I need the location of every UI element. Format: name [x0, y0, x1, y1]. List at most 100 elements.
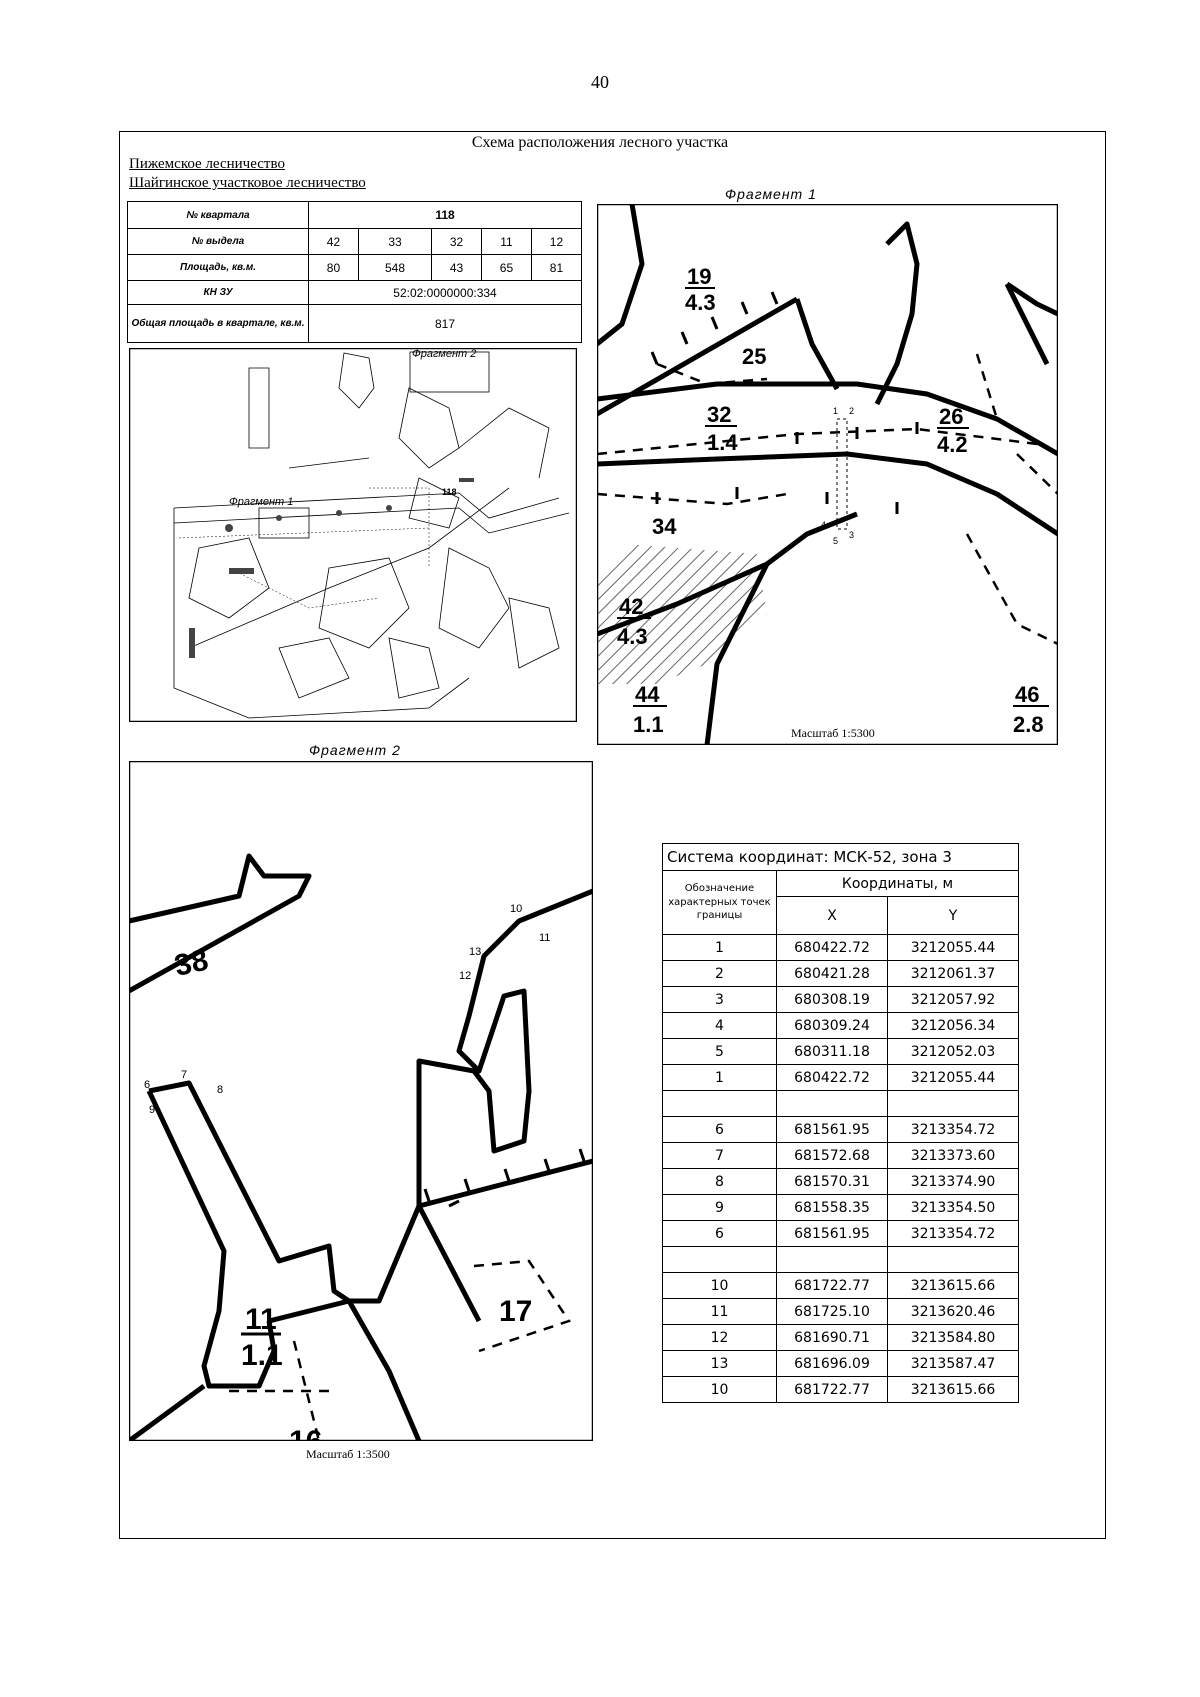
- scheme-title: Схема расположения лесного участка: [471, 134, 729, 151]
- overview-map: Фрагмент 2 Фрагмент 1 118: [129, 348, 577, 722]
- y-cell: 3212056.34: [887, 1012, 1019, 1039]
- forestry-name: Пижемское лесничество: [129, 156, 285, 172]
- fragment1-scale: Масштаб 1:5300: [791, 726, 875, 740]
- x-cell: 681561.95: [776, 1116, 888, 1143]
- fragment1-box: [258, 507, 310, 539]
- point-label: 3: [849, 530, 854, 540]
- parcel-number: 19: [687, 264, 711, 289]
- area-cell: 65: [481, 254, 532, 281]
- point-label: 11: [539, 932, 550, 944]
- quarter-value: 118: [308, 201, 582, 229]
- coordinates-table: Система координат: МСК-52, зона 3 Обозна…: [662, 843, 1019, 1403]
- point-label: 5: [833, 536, 838, 546]
- overview-fragment1-label: Фрагмент 1: [229, 496, 293, 508]
- point-cell: 3: [662, 986, 777, 1013]
- point-label: 7: [181, 1069, 187, 1081]
- coords-header: Координаты, м: [776, 870, 1019, 897]
- parcel-area: 1.1: [633, 712, 664, 737]
- cadastral-value: 52:02:0000000:334: [308, 280, 582, 305]
- point-label: 9: [149, 1104, 155, 1116]
- parcel-area: 1.4: [707, 430, 738, 455]
- parcel-number: 17: [499, 1295, 532, 1328]
- district-forestry-name: Шайгинское участковое лесничество: [129, 175, 366, 191]
- fragment2-box: [409, 351, 490, 393]
- y-cell: 3213354.72: [887, 1220, 1019, 1247]
- y-cell: 3212055.44: [887, 934, 1019, 961]
- table-row: [662, 1090, 1019, 1117]
- parcel-area: 4.3: [685, 290, 716, 315]
- allotment-info-table: № квартала 118 № выдела 42 33 32 11 12 П…: [127, 201, 583, 343]
- point-label: 1: [833, 406, 838, 416]
- point-cell: 12: [662, 1324, 777, 1351]
- point-cell: 6: [662, 1220, 777, 1247]
- fragment1-map: 1 2 3 4 5 19 4.3 25 32 1.4 26 4.2 34 42 …: [597, 204, 1058, 745]
- parcel-area: 1.1: [241, 1339, 283, 1372]
- parcel-number: 34: [652, 514, 677, 539]
- point-label: 6: [144, 1079, 150, 1091]
- y-cell: [887, 1246, 1019, 1273]
- point-label: 13: [469, 946, 481, 958]
- parcel-number: 46: [1015, 682, 1039, 707]
- fragment1-caption: Фрагмент 1: [725, 186, 817, 202]
- x-cell: 681572.68: [776, 1142, 888, 1169]
- x-cell: 681690.71: [776, 1324, 888, 1351]
- parcel-number: 26: [939, 404, 963, 429]
- y-cell: 3213615.66: [887, 1376, 1019, 1403]
- y-cell: 3213587.47: [887, 1350, 1019, 1377]
- y-cell: 3212055.44: [887, 1064, 1019, 1091]
- parcel-area: 2.8: [1013, 712, 1044, 737]
- point-cell: 13: [662, 1350, 777, 1377]
- cadastral-label: КН ЗУ: [127, 280, 309, 305]
- point-cell: [662, 1246, 777, 1273]
- area-cell: 80: [308, 254, 359, 281]
- point-label: 2: [849, 406, 854, 416]
- point-cell: 10: [662, 1376, 777, 1403]
- y-cell: 3213374.90: [887, 1168, 1019, 1195]
- parcel-number: 42: [619, 594, 643, 619]
- point-header: Обозначение характерных точек границы: [662, 870, 777, 935]
- page-number: 40: [591, 72, 609, 92]
- x-cell: 680422.72: [776, 1064, 888, 1091]
- x-cell: 681725.10: [776, 1298, 888, 1325]
- table-row: [662, 1246, 1019, 1273]
- area-cell: 81: [530, 254, 583, 281]
- parcel-area: 4.3: [617, 624, 648, 649]
- y-cell: 3213620.46: [887, 1298, 1019, 1325]
- point-cell: 10: [662, 1272, 777, 1299]
- parcel-number: 11: [245, 1303, 277, 1336]
- quarter-label: № квартала: [127, 201, 309, 229]
- total-area-value: 817: [308, 304, 582, 343]
- y-cell: 3212052.03: [887, 1038, 1019, 1065]
- point-cell: 1: [662, 934, 777, 961]
- fragment2-caption: Фрагмент 2: [309, 742, 401, 758]
- allotment-cell: 11: [481, 228, 532, 255]
- point-label: 4: [821, 520, 826, 530]
- y-cell: 3213584.80: [887, 1324, 1019, 1351]
- point-cell: 2: [662, 960, 777, 987]
- allotment-cell: 33: [357, 228, 433, 255]
- parcel-number: 44: [635, 682, 660, 707]
- coordinate-system: Система координат: МСК-52, зона 3: [662, 843, 1019, 871]
- point-cell: 9: [662, 1194, 777, 1221]
- allotment-cell: 32: [431, 228, 483, 255]
- x-cell: 681570.31: [776, 1168, 888, 1195]
- overview-quarter-number: 118: [442, 487, 457, 497]
- x-cell: [776, 1246, 888, 1273]
- y-header: Y: [887, 896, 1019, 935]
- area-label: Площадь, кв.м.: [127, 254, 309, 281]
- point-cell: 1: [662, 1064, 777, 1091]
- y-cell: 3213354.72: [887, 1116, 1019, 1143]
- fragment2-scale: Масштаб 1:3500: [306, 1447, 390, 1461]
- y-cell: [887, 1090, 1019, 1117]
- parcel-number: 32: [707, 402, 731, 427]
- point-cell: 6: [662, 1116, 777, 1143]
